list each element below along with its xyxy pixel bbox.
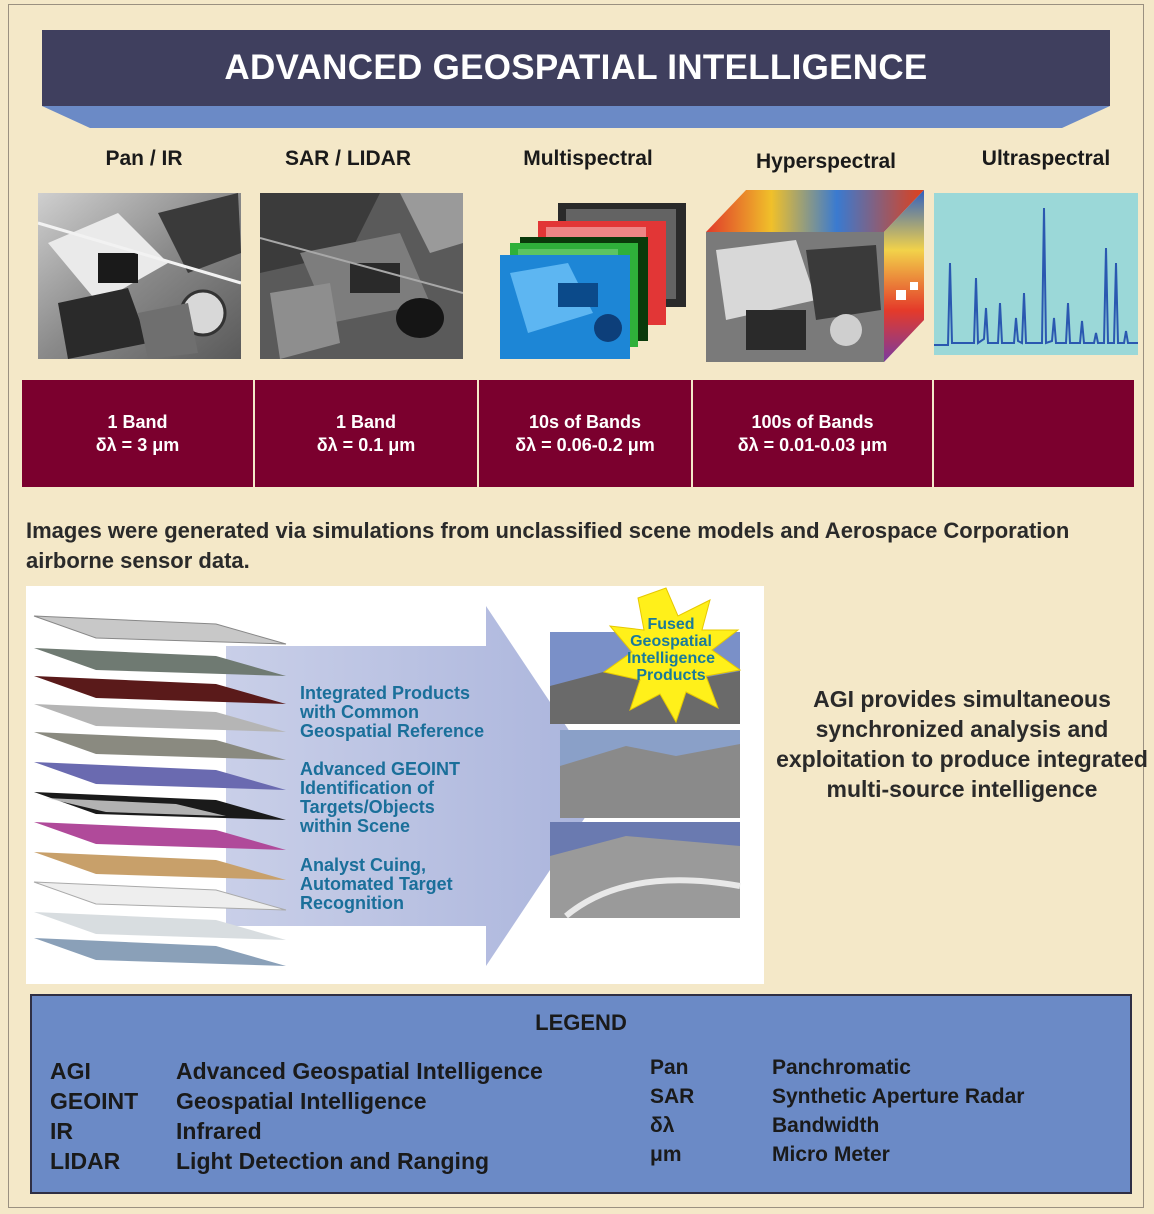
hyperspectral-cube-image bbox=[706, 190, 924, 362]
legend-abbr: μm bbox=[650, 1143, 682, 1166]
page-frame bbox=[8, 4, 1144, 1208]
legend-definition: Light Detection and Ranging bbox=[176, 1148, 490, 1174]
legend-abbr: GEOINT bbox=[50, 1088, 139, 1114]
band-cell-pan-ir: 1 Band δλ = 3 μm bbox=[22, 380, 255, 487]
burst-label: Fused Geospatial Intelligence Products bbox=[626, 616, 716, 684]
column-heading-pan-ir: Pan / IR bbox=[105, 147, 183, 170]
band-cell-ultraspectral bbox=[934, 380, 1134, 487]
legend-definition: Micro Meter bbox=[772, 1143, 890, 1166]
legend-definition: Advanced Geospatial Intelligence bbox=[176, 1058, 543, 1084]
legend-box: LEGEND AGI Advanced Geospatial Intellige… bbox=[30, 994, 1132, 1194]
fusion-diagram: Fused Geospatial Intelligence Products I… bbox=[26, 586, 764, 984]
legend-definition: Panchromatic bbox=[772, 1056, 911, 1079]
band-count: 1 Band bbox=[335, 411, 396, 432]
band-width: δλ = 0.1 μm bbox=[316, 434, 416, 455]
legend-abbr: SAR bbox=[650, 1085, 695, 1108]
legend-definition: Bandwidth bbox=[772, 1114, 880, 1137]
legend-abbr: IR bbox=[50, 1118, 73, 1144]
banner-wedge bbox=[42, 106, 1110, 128]
fusion-item-analyst-cuing: Analyst Cuing, Automated Target Recognit… bbox=[300, 855, 453, 913]
layer-stack bbox=[33, 615, 287, 966]
multispectral-image-stack bbox=[500, 203, 686, 359]
ultraspectral-spectrum-image bbox=[934, 193, 1138, 355]
sar-lidar-image bbox=[260, 193, 463, 359]
band-cell-hyperspectral: 100s of Bands δλ = 0.01-0.03 μm bbox=[693, 380, 934, 487]
fused-products-burst bbox=[602, 587, 742, 724]
legend-abbr: Pan bbox=[650, 1056, 689, 1079]
band-cell-sar-lidar: 1 Band δλ = 0.1 μm bbox=[255, 380, 479, 487]
band-bar: 1 Band δλ = 3 μm 1 Band δλ = 0.1 μm 10s … bbox=[22, 380, 1134, 487]
fusion-graphic bbox=[33, 587, 742, 966]
band-count: 10s of Bands bbox=[528, 411, 642, 432]
column-heading-ultraspectral: Ultraspectral bbox=[981, 147, 1111, 170]
legend-definition: Infrared bbox=[176, 1118, 262, 1144]
legend-abbr: LIDAR bbox=[50, 1148, 121, 1174]
simulation-note: Images were generated via simulations fr… bbox=[26, 518, 1070, 573]
column-heading-hyperspectral: Hyperspectral bbox=[755, 150, 897, 173]
legend-title: LEGEND bbox=[535, 1010, 627, 1035]
column-heading-multispectral: Multispectral bbox=[523, 147, 653, 170]
band-cell-multispectral: 10s of Bands δλ = 0.06-0.2 μm bbox=[479, 380, 693, 487]
header-banner: ADVANCED GEOSPATIAL INTELLIGENCE bbox=[42, 30, 1110, 106]
band-width: δλ = 0.06-0.2 μm bbox=[515, 434, 655, 455]
column-heading-sar-lidar: SAR / LIDAR bbox=[285, 147, 411, 170]
fusion-item-advanced-geoint: Advanced GEOINT Identification of Target… bbox=[300, 759, 461, 836]
band-width: δλ = 0.01-0.03 μm bbox=[737, 434, 888, 455]
band-count: 100s of Bands bbox=[751, 411, 874, 432]
pan-ir-image bbox=[38, 193, 241, 359]
band-count: 1 Band bbox=[107, 411, 168, 432]
band-width: δλ = 3 μm bbox=[95, 434, 180, 455]
legend-definition: Geospatial Intelligence bbox=[176, 1088, 427, 1114]
fusion-item-integrated-products: Integrated Products with Common Geospati… bbox=[300, 683, 485, 741]
page-title: ADVANCED GEOSPATIAL INTELLIGENCE bbox=[224, 48, 928, 87]
legend-abbr: AGI bbox=[50, 1058, 91, 1084]
agi-statement: AGI provides simultaneous synchronized a… bbox=[776, 686, 1148, 802]
legend-abbr: δλ bbox=[650, 1114, 675, 1137]
legend-definition: Synthetic Aperture Radar bbox=[772, 1085, 1025, 1108]
